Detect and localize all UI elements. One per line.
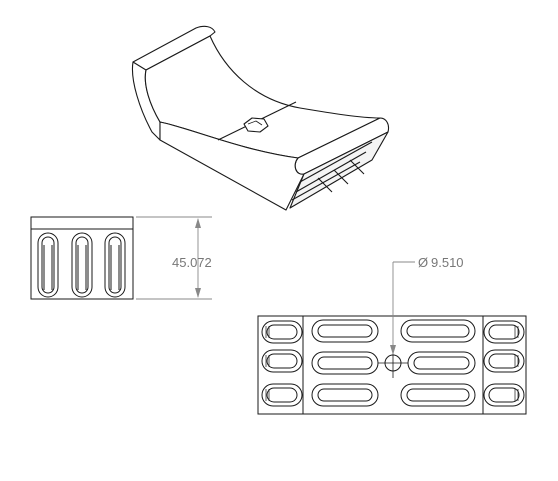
side-view-slot-1 — [37, 232, 59, 298]
diameter-dimension-symbol: Ø — [418, 255, 428, 270]
side-view-slot-3 — [104, 232, 126, 298]
left-end-slots — [261, 320, 303, 407]
height-dimension-value: 45.072 — [172, 255, 212, 270]
diameter-leader — [390, 261, 415, 355]
side-view — [30, 216, 134, 300]
height-dimension — [136, 216, 212, 300]
isometric-view — [131, 25, 390, 211]
diameter-dimension-value: 9.510 — [431, 255, 464, 270]
bottom-view — [257, 315, 527, 415]
right-end-slots — [483, 320, 525, 407]
center-slots — [311, 319, 476, 407]
side-view-slot-2 — [71, 232, 93, 298]
